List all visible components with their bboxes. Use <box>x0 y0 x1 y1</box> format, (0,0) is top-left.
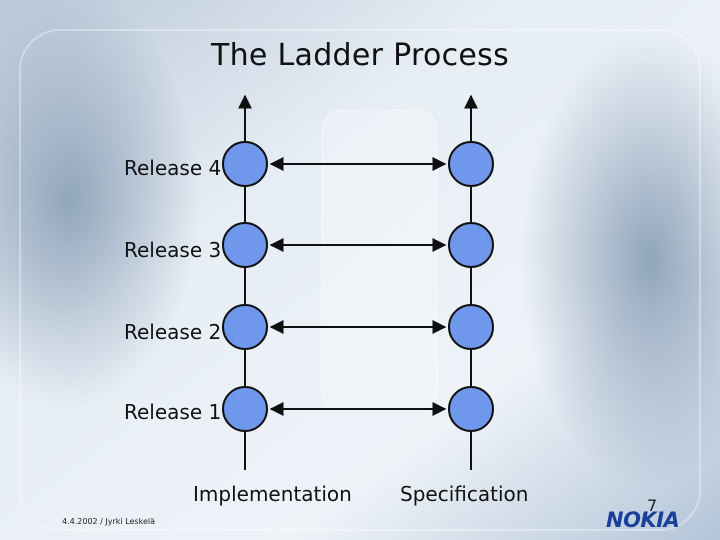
release-2-implementation-node <box>222 304 268 350</box>
release-1-implementation-node <box>222 386 268 432</box>
footer-date-author: 4.4.2002 / Jyrki Leskelä <box>62 517 155 526</box>
page-number: 7 <box>647 496 658 515</box>
slide-title: The Ladder Process <box>210 38 510 73</box>
release-3-implementation-node <box>222 222 268 268</box>
release-4-implementation-node <box>222 141 268 187</box>
release-4-label: Release 4 <box>124 156 222 180</box>
release-1-specification-node <box>448 386 494 432</box>
release-2-specification-node <box>448 304 494 350</box>
implementation-label: Implementation <box>193 482 352 506</box>
release-3-label: Release 3 <box>124 238 222 262</box>
nokia-logo: NOKIA <box>606 508 680 532</box>
release-4-specification-node <box>448 141 494 187</box>
release-2-label: Release 2 <box>124 320 222 344</box>
specification-label: Specification <box>400 482 529 506</box>
release-3-specification-node <box>448 222 494 268</box>
release-1-label: Release 1 <box>124 400 222 424</box>
